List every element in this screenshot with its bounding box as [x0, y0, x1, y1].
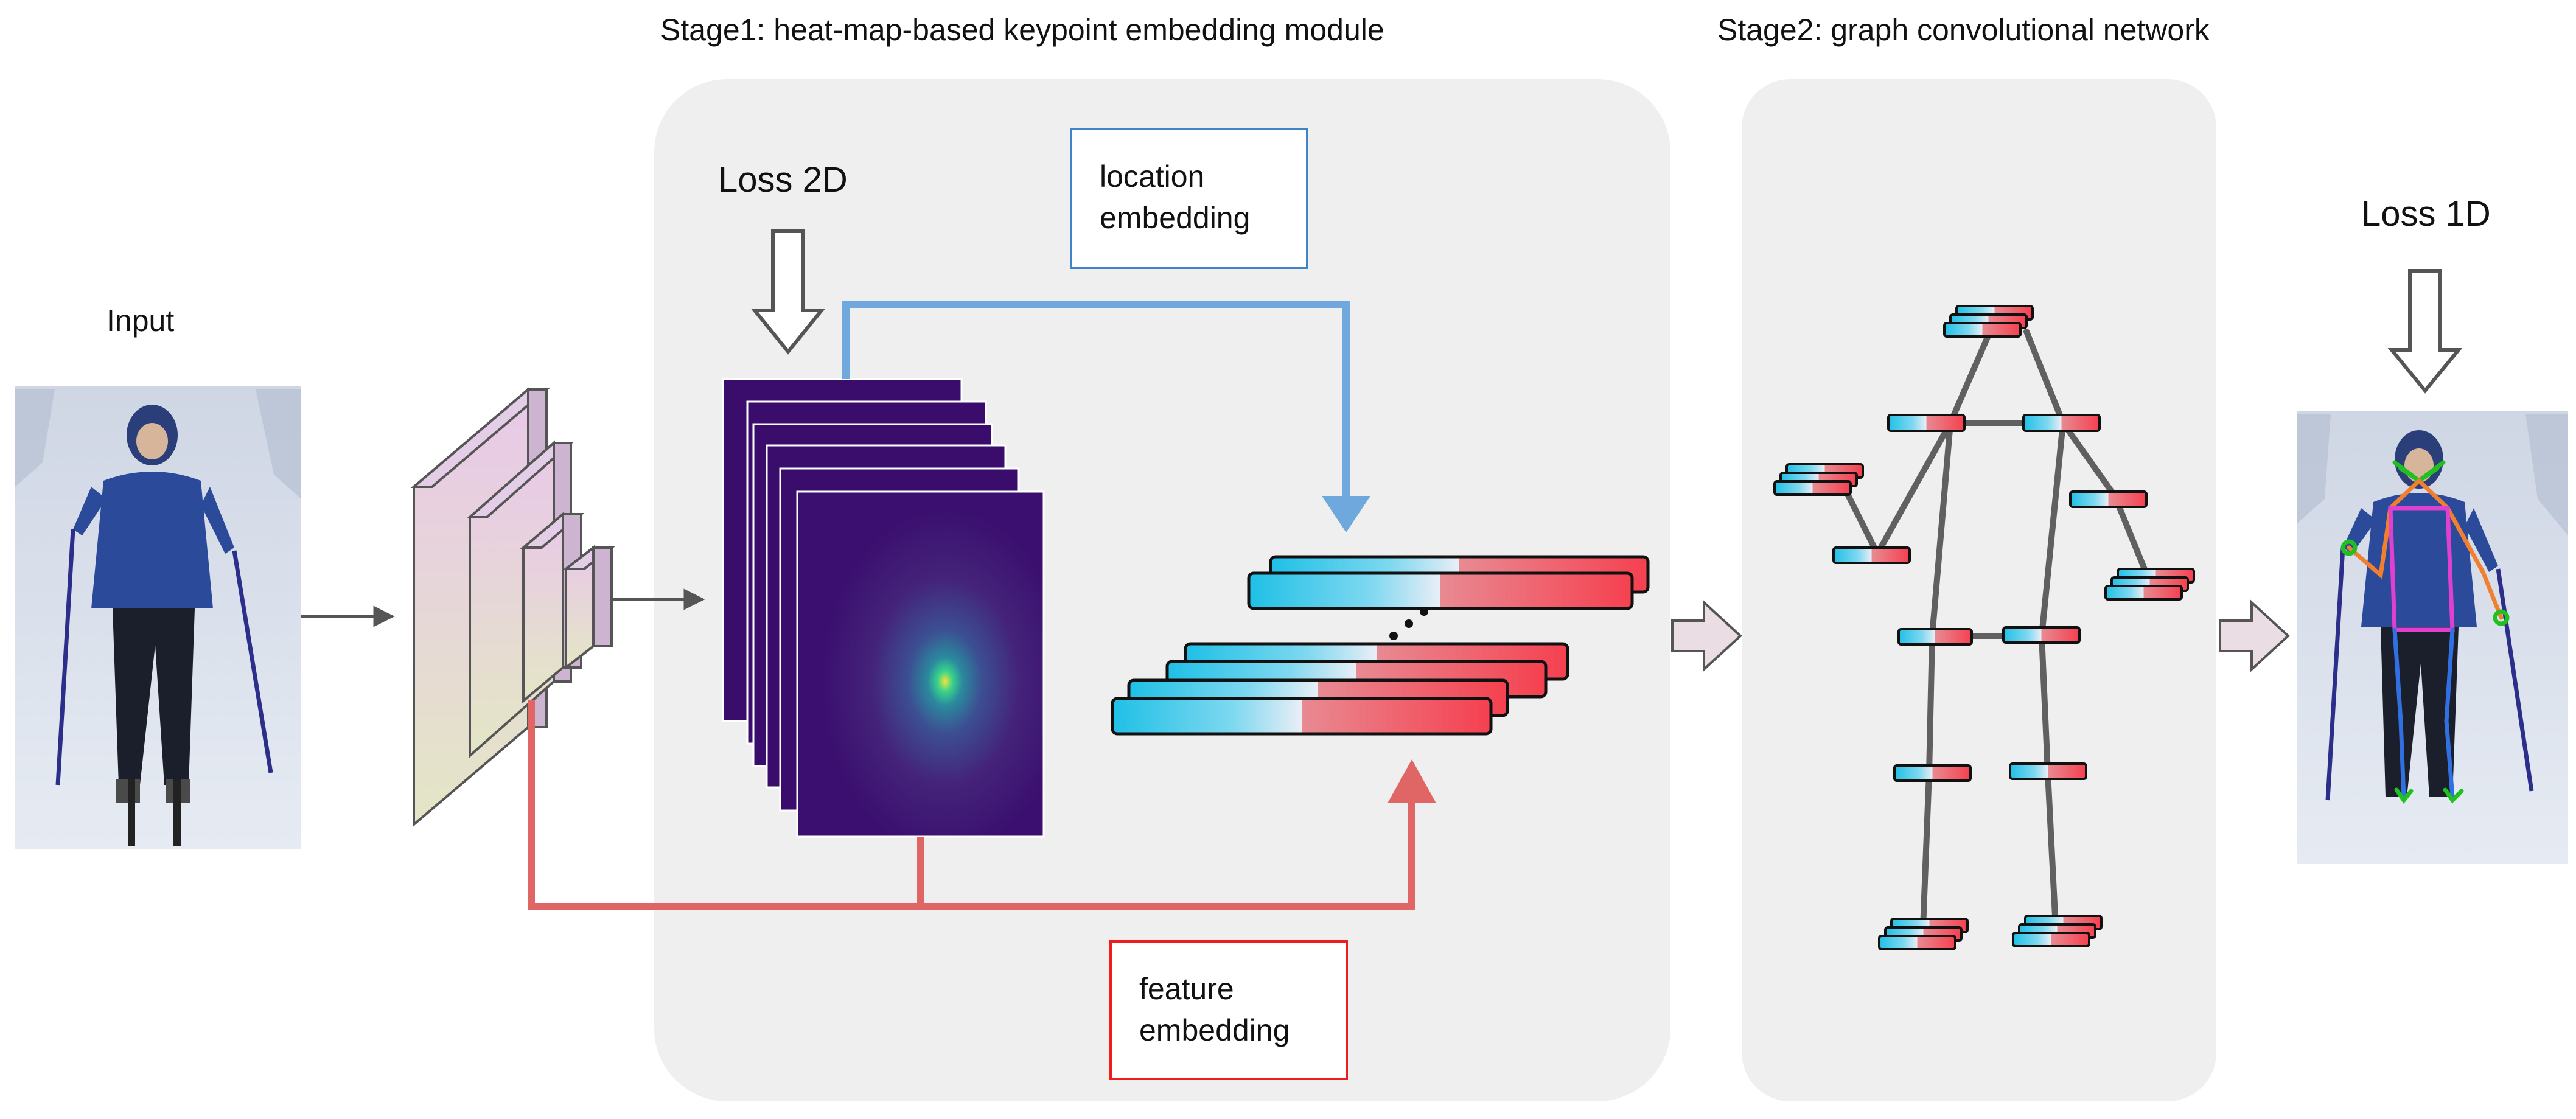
feature-embedding-line1: feature	[1139, 972, 1234, 1006]
location-embedding-path	[842, 301, 1370, 532]
feature-embedding-box: feature embedding	[1109, 940, 1348, 1080]
loss-2d-label: Loss 2D	[718, 160, 848, 200]
input-photo	[15, 386, 301, 849]
output-transition-arrow	[2219, 599, 2290, 672]
feature-embedding-line2: embedding	[1139, 1013, 1290, 1047]
loss-1d-arrow	[2387, 269, 2463, 394]
stage-transition-arrow	[1671, 599, 1742, 672]
input-label: Input	[106, 304, 175, 338]
loss-1d-label: Loss 1D	[2361, 194, 2491, 234]
feature-embedding-path	[528, 700, 1436, 910]
embedding-vectors	[1111, 555, 1650, 736]
location-embedding-box: location embedding	[1070, 128, 1308, 269]
stage1-title: Stage1: heat-map-based keypoint embeddin…	[660, 13, 1384, 47]
output-photo	[2297, 411, 2568, 864]
location-embedding-line2: embedding	[1100, 201, 1251, 235]
backbone-network	[410, 386, 615, 828]
stage2-title: Stage2: graph convolutional network	[1717, 13, 2210, 47]
location-embedding-line1: location	[1100, 159, 1205, 193]
graph-skeleton-nodes	[1773, 305, 2195, 950]
ellipsis-dots	[1389, 607, 1428, 640]
heatmap-stack	[722, 378, 1045, 838]
loss-2d-arrow	[750, 229, 826, 355]
